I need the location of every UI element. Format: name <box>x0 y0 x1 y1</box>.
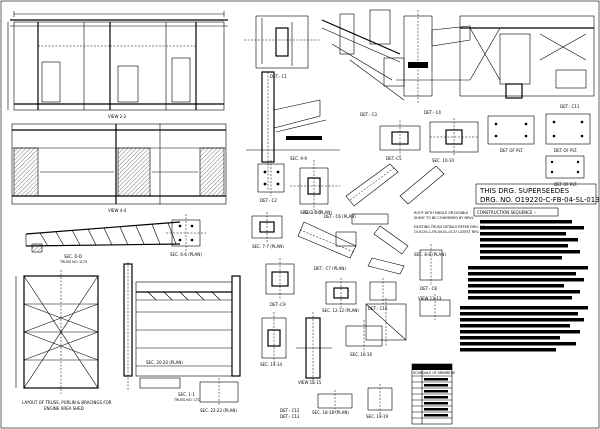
sec-22-22-drawing <box>199 378 239 406</box>
det-c1-drawing <box>244 15 320 69</box>
label-det-c8: DET.- C8 <box>420 286 437 291</box>
view-4-4-drawing <box>11 123 227 205</box>
sec-14-14-drawing <box>261 312 287 364</box>
sec-20-20-drawing <box>139 377 181 389</box>
sec-18-18-drawing <box>317 390 353 412</box>
label-sec-1-1: SEC. 1-1 <box>178 392 195 397</box>
label-sec-5-5: SEC. 5-5 <box>304 210 321 215</box>
det-of-plate-2 <box>545 113 591 145</box>
roof-note-1: ROOF WITH SINGLE OR DOUBLE <box>414 211 468 215</box>
view-13-13-drawing <box>419 294 451 320</box>
det-of-plate-1 <box>487 115 535 145</box>
redacted-note-bars <box>460 220 588 352</box>
label-sec-6-6: SEC. 6-6 (PLAN) <box>170 252 202 257</box>
label-sec-22-22: SEC. 22-22 (PLAN) <box>200 408 237 413</box>
existing-note-1: EXISTING TRUSS DETAILS REFER DRG. NO. <box>414 225 486 229</box>
det-c4-drawing <box>396 10 471 104</box>
label-sec-18-18: SEC. 18-18 (PLAN) <box>312 410 349 415</box>
label-truss-cc: TRUSS NO. CTC <box>173 398 201 402</box>
title-block-line-2: DRG. NO. O19220-C-FB-04-SL-0137 <box>480 196 600 204</box>
top-right-truss-detail <box>459 15 595 99</box>
label-view-13-13: VIEW 13-13 <box>418 296 442 301</box>
label-sec-8-8: SEC. 8-8 (PLAN) <box>414 252 446 257</box>
label-det-c2: DET.- C2 <box>260 198 277 203</box>
label-view-4-4: VIEW 4-4 <box>108 208 127 213</box>
det-c8-drawing <box>367 225 443 286</box>
label-det-c7: DET.- C7 (PLAN) <box>314 266 346 271</box>
sec-6-6-drawing <box>166 214 206 252</box>
sec-12-12-drawing <box>325 278 357 308</box>
label-det-plt-1: DET OF PLT. <box>500 148 523 153</box>
existing-note-2: O19220-C-FB-04-SL-0137 LATEST REV. <box>414 230 479 234</box>
label-view-2-2: VIEW 2-2 <box>108 114 127 119</box>
label-sec-10-10: SEC. 10-10 <box>432 158 454 163</box>
label-view-15-15: VIEW 15-15 <box>298 380 322 385</box>
schedule-of-members-table <box>411 363 453 425</box>
label-det-c9: DET.-C9 <box>270 302 286 307</box>
det-c7-drawing <box>297 221 357 259</box>
label-det-c11: DET.- C11 <box>560 104 580 109</box>
label-det-c12: DET.- C12 <box>280 408 300 413</box>
sec-7-7-drawing <box>251 212 283 242</box>
label-sec-20-20: SEC. 20-20 (PLAN) <box>146 360 183 365</box>
det-c9-drawing <box>265 258 295 300</box>
label-det-plt-3: DET OF PLT. <box>554 182 577 187</box>
truss-d-d-drawing <box>25 221 181 253</box>
label-sec-d-d: SEC. D-D <box>64 254 82 259</box>
label-sec-12-12: SEC. 12-12 (PLAN) <box>322 308 359 313</box>
label-det-plt-2: DET OF PLT. <box>554 148 577 153</box>
det-of-plate-3 <box>545 155 585 179</box>
sec-19-19-drawing <box>367 384 393 414</box>
label-det-c13: DET.- C13 <box>280 414 300 419</box>
det-c10-drawing <box>369 278 397 304</box>
det-c2-drawing <box>257 160 285 196</box>
construction-sequence-title: CONSTRUCTION SEQUENCE :- <box>477 210 537 215</box>
view-15-15-drawing <box>296 312 332 384</box>
sec-5-5-drawing <box>290 160 340 210</box>
label-sec-16-16: SEC. 16-16 <box>350 352 372 357</box>
det-c12-drawing <box>365 298 407 346</box>
label-det-c4: DET.- C4 <box>424 110 441 115</box>
label-det-c1: DET.- C1 <box>270 74 287 79</box>
label-sec-3-3: SEC. 3-3 (PLAN) <box>300 210 332 215</box>
layout-plan-drawing <box>15 270 99 394</box>
layout-title-1: LAYOUT OF TRUSS, PURLIN & BRACINGS FOR <box>22 400 112 405</box>
sec-10-10-drawing <box>429 118 479 156</box>
layout-title-2: ENGINE AREA SHED <box>44 406 84 411</box>
det-c6-drawing <box>345 163 445 225</box>
construction-sequence-box <box>473 207 559 217</box>
label-det-c3: DET.- C3 <box>360 112 377 117</box>
roof-note-2: SHEAT TO BE CONFIRMED BY MRVL <box>414 216 474 220</box>
label-det-c6: DET.- C6 (PLAN) <box>324 214 356 219</box>
label-det-c10: DET.- C10 <box>368 306 388 311</box>
det-c3-drawing <box>321 9 405 101</box>
title-block-line-1: THIS DRG. SUPERSEEDES <box>479 187 570 195</box>
title-block <box>475 183 597 205</box>
schedule-of-members-title: SCHEDULE OF MEMBERS <box>413 371 455 375</box>
sec-16-16-drawing <box>345 320 383 352</box>
det-c5-drawing <box>379 120 421 156</box>
label-sec-9-9: SEC. 9-9 <box>290 156 307 161</box>
sec-1-1-drawing <box>123 262 241 390</box>
label-truss-d-d: TRUSS NO. D-TS <box>59 260 87 264</box>
label-sec-19-19: SEC. 19-19 <box>366 414 388 419</box>
label-sec-14-14: SEC. 14-14 <box>260 362 282 367</box>
sec-9-9-drawing <box>246 71 340 190</box>
label-det-c5: DET.-C5 <box>386 156 402 161</box>
view-2-2-drawing <box>7 11 228 111</box>
label-sec-7-7: SEC. 7-7 (PLAN) <box>252 244 284 249</box>
